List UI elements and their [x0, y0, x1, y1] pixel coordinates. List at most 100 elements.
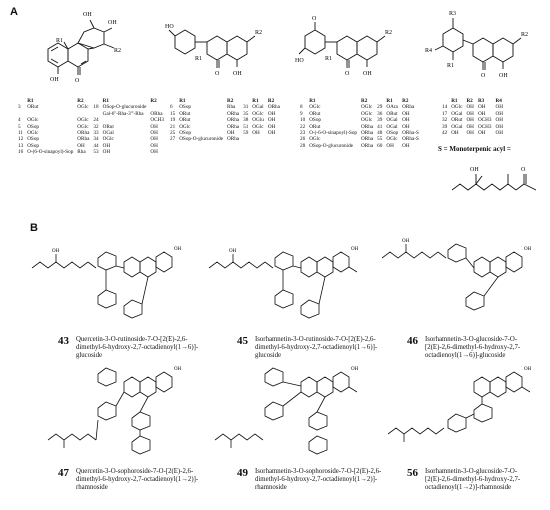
- compound-caption: 47 Quercetin-3-O-sophoroside-7-O-[2(E)-2…: [58, 468, 206, 492]
- col-header: R2: [466, 98, 473, 104]
- compound-name: Isorhamnetin-3-O-glucoside-7-O-[2(E)-2,6…: [425, 336, 521, 359]
- col-header: R1: [309, 98, 316, 104]
- label-o: O: [75, 78, 80, 84]
- label-o: O: [521, 167, 526, 173]
- col-header: R1: [451, 98, 458, 104]
- panel-label-b: B: [30, 222, 38, 234]
- compound-structure-56: OH: [387, 367, 532, 442]
- compound-number: 46: [407, 335, 418, 347]
- compound-structure-49: OH: [214, 367, 359, 455]
- compound-name: Quercetin-3-O-rutinoside-7-O-[2(E)-2,6-d…: [76, 336, 199, 359]
- compound-name: Isorhamnetin-3-O-sophoroside-7-O-[2(E)-2…: [255, 468, 382, 491]
- compound-number: 49: [237, 467, 248, 479]
- label-oh: OH: [174, 247, 182, 252]
- label-r2: R2: [385, 30, 392, 36]
- label-r1: R1: [325, 56, 332, 62]
- label-oh: OH: [50, 77, 59, 83]
- label-oh: OH: [351, 247, 359, 252]
- col-header: R2: [77, 98, 84, 104]
- compound-structure-43: OH OH: [31, 247, 182, 319]
- monoterpenic-acyl-note: S = Monoterpenic acyl =: [438, 145, 511, 153]
- label-oh: OH: [108, 20, 117, 26]
- monoterpenic-acyl-structure: OH O: [451, 167, 537, 191]
- flavonol-structure-kaempferol: HO R2 R1 O OH: [165, 24, 262, 77]
- compound-caption: 46 Isorhamnetin-3-O-glucoside-7-O-[2(E)-…: [407, 336, 543, 360]
- label-ho: HO: [165, 24, 174, 30]
- label-oh: OH: [174, 367, 182, 372]
- label-ho: HO: [295, 58, 304, 64]
- label-r4: R4: [425, 48, 432, 54]
- compound-name: Quercetin-3-O-sophoroside-7-O-[2(E)-2,6-…: [76, 468, 199, 491]
- label-oh: OH: [499, 73, 508, 79]
- compound-number: 43: [58, 335, 69, 347]
- col-header: R1: [102, 98, 109, 104]
- col-header: R2: [361, 98, 368, 104]
- compound-caption: 56 Isorhamnetin-3-O-glucoside-7-O-[2(E)-…: [407, 468, 543, 492]
- label-r1: R1: [447, 63, 454, 69]
- compound-number: 45: [237, 335, 248, 347]
- label-oh: OH: [524, 367, 532, 372]
- flavonol-structure-quercetin: OH OH R2 O OH R1: [47, 12, 121, 84]
- compound-caption: 43 Quercetin-3-O-rutinoside-7-O-[2(E)-2,…: [58, 336, 206, 360]
- compound-structure-45: OH OH: [208, 247, 359, 319]
- compound-caption: 45 Isorhamnetin-3-O-rutinoside-7-O-[2(E)…: [237, 336, 385, 360]
- col-header: R1: [386, 98, 393, 104]
- flavonol-structure-generic: R3 R4 R1 R2 O OH: [425, 11, 528, 79]
- label-r1: R1: [195, 56, 202, 62]
- col-header: R1: [179, 98, 186, 104]
- label-oh: OH: [83, 12, 92, 18]
- label-oh: OH: [524, 247, 532, 252]
- col-header: R4: [495, 98, 502, 104]
- compound-structure-47: OH: [47, 367, 182, 455]
- label-r2: R2: [521, 32, 528, 38]
- label-oh: OH: [52, 249, 60, 254]
- label-r2: R2: [255, 30, 262, 36]
- compound-name: Isorhamnetin-3-O-rutinoside-7-O-[2(E)-2,…: [255, 336, 378, 359]
- panel-label-a: A: [10, 6, 18, 18]
- label-oh: OH: [351, 367, 359, 372]
- col-header: R3: [477, 98, 485, 104]
- label-oh: OH: [470, 167, 479, 173]
- compound-number: 56: [407, 467, 418, 479]
- col-header: R2: [150, 98, 157, 104]
- label-ome: O: [312, 16, 317, 22]
- label-o: O: [345, 71, 350, 77]
- col-header: R1: [27, 98, 34, 104]
- label-oh: OH: [233, 71, 242, 77]
- label-oh: OH: [229, 249, 237, 254]
- col-header: R2: [267, 98, 275, 104]
- label-r3: R3: [449, 11, 456, 17]
- compound-structure-46: OH OH: [381, 239, 532, 311]
- compound-caption: 49 Isorhamnetin-3-O-sophoroside-7-O-[2(E…: [237, 468, 385, 492]
